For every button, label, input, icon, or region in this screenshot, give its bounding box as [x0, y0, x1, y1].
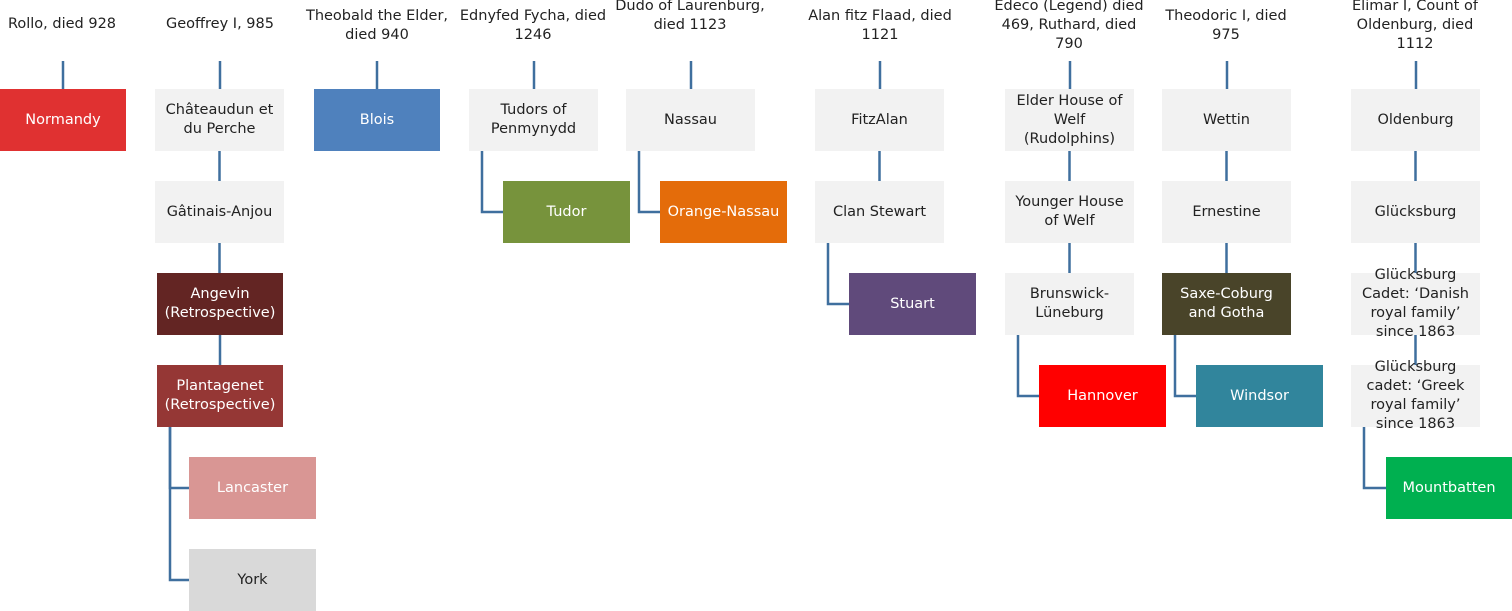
founder-elimar: Elimar I, Count of Oldenburg, died 1112: [1352, 0, 1478, 52]
house-mountbatten: Mountbatten: [1386, 457, 1512, 519]
house-plantagenet: Plantagenet (Retrospective): [157, 365, 283, 427]
founder-geoffrey: Geoffrey I, 985: [166, 16, 274, 32]
house-stuart: Stuart: [849, 273, 976, 335]
connector-glucksburg_greek-mountbatten: [1362, 427, 1386, 490]
founder-edeco: Edeco (Legend) died 469, Ruthard, died 7…: [994, 0, 1144, 52]
house-nassau: Nassau: [626, 89, 755, 151]
connector-tudors_penmynydd-tudor: [480, 151, 503, 214]
house-oldenburg: Oldenburg: [1351, 89, 1480, 151]
house-fitzalan: FitzAlan: [815, 89, 944, 151]
house-lancaster: Lancaster: [189, 457, 316, 519]
house-ernestine: Ernestine: [1162, 181, 1291, 243]
house-glucksburg-danish: Glücksburg Cadet: ‘Danish royal family’ …: [1351, 267, 1480, 340]
house-brunswick-luneburg: Brunswick-Lüneburg: [1005, 273, 1134, 335]
house-blois: Blois: [314, 89, 440, 151]
house-normandy: Normandy: [0, 89, 126, 151]
founder-alan: Alan fitz Flaad, died 1121: [808, 8, 952, 43]
house-clan-stewart: Clan Stewart: [815, 181, 944, 243]
house-chateaudun: Châteaudun et du Perche: [155, 89, 284, 151]
house-orange-nassau: Orange-Nassau: [660, 181, 787, 243]
house-elder-welf: Elder House of Welf (Rudolphins): [1005, 89, 1134, 151]
house-glucksburg-greek: Glücksburg cadet: ‘Greek royal family’ s…: [1351, 359, 1480, 432]
house-younger-welf: Younger House of Welf: [1005, 181, 1134, 243]
founder-dudo: Dudo of Laurenburg, died 1123: [615, 0, 765, 33]
founder-ednyfed: Ednyfed Fycha, died 1246: [459, 8, 607, 43]
house-york: York: [189, 549, 316, 611]
house-angevin: Angevin (Retrospective): [157, 273, 283, 335]
house-windsor: Windsor: [1196, 365, 1323, 427]
house-tudor: Tudor: [503, 181, 630, 243]
founder-theodoric: Theodoric I, died 975: [1165, 8, 1287, 43]
connector-plantagenet-lancaster: [168, 427, 189, 490]
connector-saxe_coburg-windsor: [1173, 335, 1196, 398]
house-hannover: Hannover: [1039, 365, 1166, 427]
house-glucksburg: Glücksburg: [1351, 181, 1480, 243]
connector-brunswick-hannover: [1016, 335, 1039, 398]
house-saxe-coburg-and-gotha: Saxe-Coburg and Gotha: [1162, 273, 1291, 335]
founder-rollo: Rollo, died 928: [7, 16, 117, 32]
house-tudors-of-penmynydd: Tudors of Penmynydd: [469, 89, 598, 151]
house-wettin: Wettin: [1162, 89, 1291, 151]
connector-clan_stewart-stuart: [826, 243, 849, 306]
connector-nassau-orange_nassau: [637, 151, 660, 214]
house-gatinais-anjou: Gâtinais-Anjou: [155, 181, 284, 243]
connector-plantagenet-york: [168, 427, 189, 582]
founder-theobald: Theobald the Elder, died 940: [305, 8, 449, 43]
